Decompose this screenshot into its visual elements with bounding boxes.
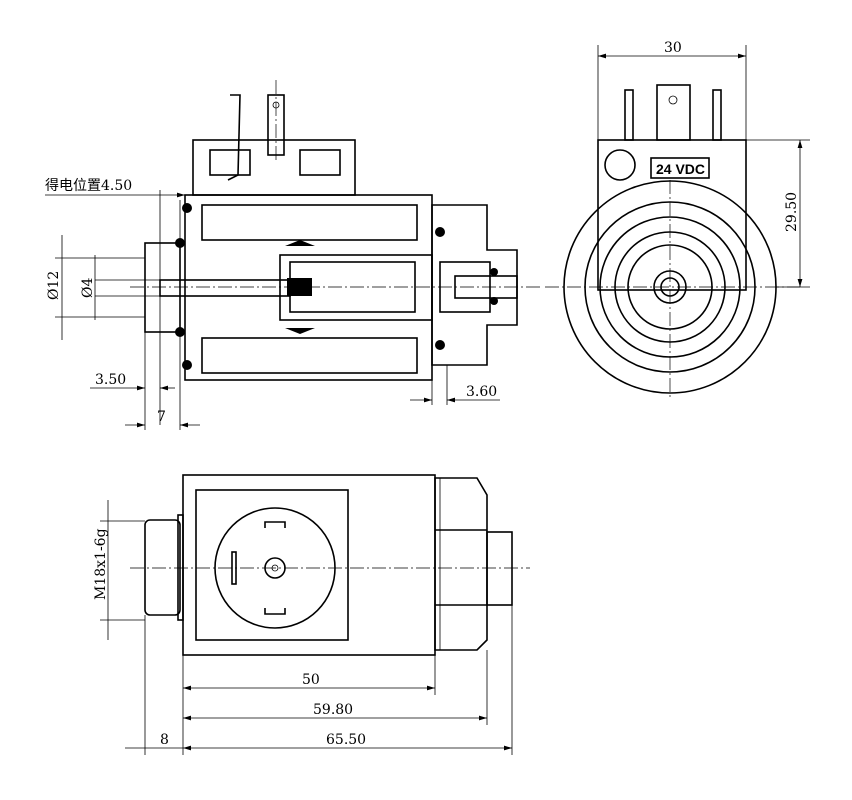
dim-height: 29.50 — [784, 192, 800, 232]
dia-outer-label: Ø12 — [46, 271, 62, 300]
dim-left-offset: 3.50 — [95, 372, 126, 388]
dia-inner-label: Ø4 — [80, 278, 96, 298]
certification-mark-icon — [604, 149, 636, 181]
thread-label: M18x1-6g — [93, 528, 109, 600]
section-view — [130, 80, 540, 381]
top-dimensions — [100, 500, 513, 755]
dim-body: 50 — [302, 672, 320, 688]
top-view — [130, 474, 530, 656]
dim-nut-width: 7 — [157, 409, 166, 425]
section-dimensions — [45, 190, 500, 430]
dim-right-offset: 3.60 — [466, 384, 497, 400]
dim-width: 30 — [664, 40, 682, 56]
dim-total: 65.50 — [326, 732, 366, 748]
voltage-label: 24 VDC — [656, 161, 705, 177]
energized-position-label: 得电位置4.50 — [45, 177, 132, 194]
dim-body-nut: 59.80 — [313, 702, 353, 718]
end-view — [545, 45, 810, 400]
dim-stub: 8 — [160, 732, 169, 748]
